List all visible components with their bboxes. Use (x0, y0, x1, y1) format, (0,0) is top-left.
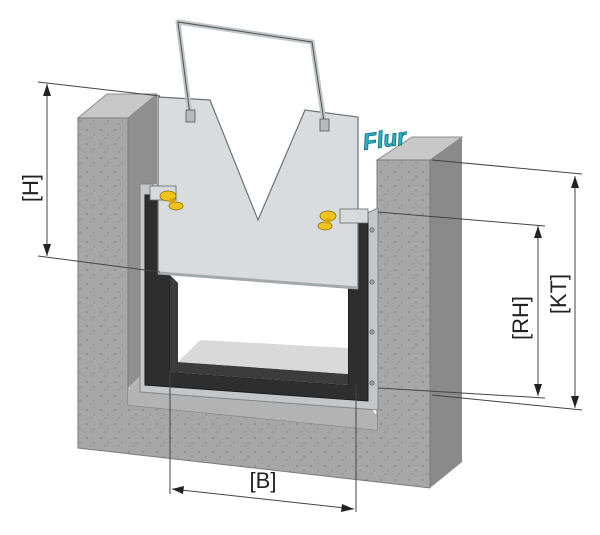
opening-inner-frame (170, 275, 348, 385)
screw (369, 380, 375, 386)
handle-mount-left (185, 109, 196, 123)
handle-mount-right (319, 118, 330, 132)
screw (369, 279, 375, 285)
dimension-lines (37, 81, 583, 512)
dimension-label-rh: [RH] (508, 296, 533, 340)
dimension-label-b: [B] (250, 468, 277, 493)
wing-nut-right (317, 208, 369, 231)
dimension-label-kt: [KT] (546, 274, 571, 314)
opening-floor (178, 340, 348, 374)
gate-plate (157, 19, 359, 290)
screw (369, 329, 375, 335)
wing-nut-left (149, 185, 184, 211)
dimension-label-h: [H] (18, 174, 43, 202)
screw (369, 227, 375, 233)
right-wall-side (430, 137, 462, 488)
